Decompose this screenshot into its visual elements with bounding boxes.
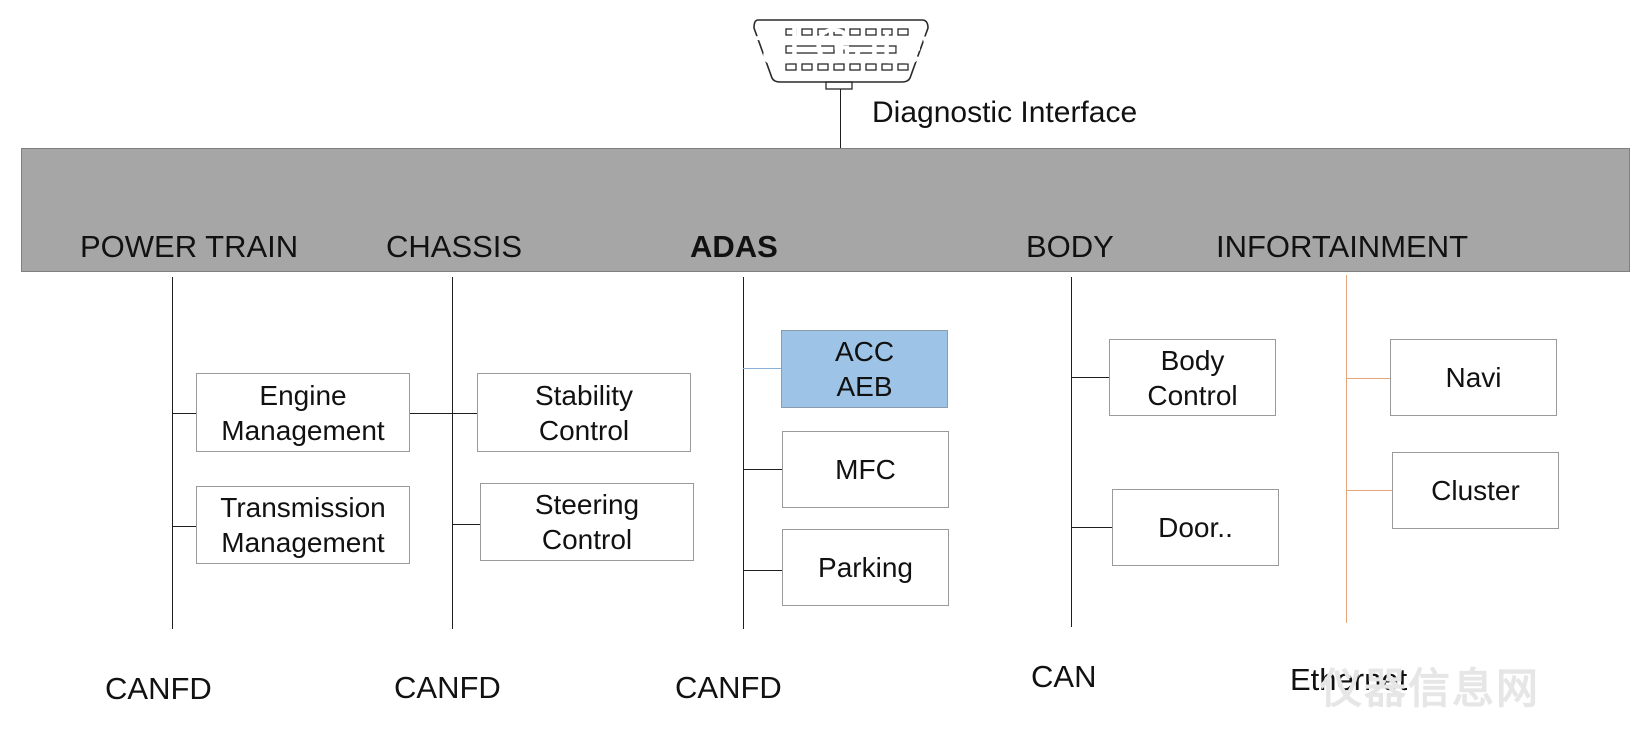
steering-connector	[452, 524, 480, 525]
body-bus-line	[1071, 277, 1072, 627]
central-gateway-title: Central Gateway	[638, 18, 1012, 74]
ecu-body-line1: Body	[1160, 344, 1225, 376]
ecu-acc-aeb: ACC AEB	[781, 330, 948, 408]
central-gateway-bar	[21, 148, 1630, 272]
body-control-connector	[1071, 377, 1109, 378]
powertrain-bus-line	[172, 277, 173, 629]
domain-adas: ADAS	[690, 229, 778, 264]
bus-label-powertrain: CANFD	[105, 671, 212, 706]
ecu-engine-line1: Engine	[259, 379, 347, 411]
domain-infortainment: INFORTAINMENT	[1216, 229, 1469, 264]
bus-label-body: CAN	[1031, 659, 1097, 694]
navi-connector	[1346, 378, 1390, 379]
ecu-steering-line2: Control	[541, 524, 633, 555]
diagnostic-interface-label: Diagnostic Interface	[872, 96, 1138, 129]
ecu-stability-line2: Control	[538, 414, 630, 446]
ecu-door: Door..	[1112, 489, 1279, 566]
domain-body: BODY	[1026, 229, 1114, 264]
ecu-transmission-management: Transmission Management	[196, 486, 410, 564]
domain-chassis: CHASSIS	[386, 229, 523, 264]
ecu-stability-control: Stability Control	[477, 373, 691, 452]
ecu-body-control: Body Control	[1109, 339, 1276, 416]
bus-label-chassis: CANFD	[394, 670, 501, 705]
diagnostic-link-line	[840, 89, 841, 148]
engine-connector	[172, 413, 196, 414]
ecu-steering-line1: Steering	[534, 489, 640, 520]
ecu-engine-line2: Management	[221, 414, 385, 446]
ecu-cluster-label: Cluster	[1431, 475, 1520, 506]
bus-label-infotainment: Ethernet	[1290, 662, 1408, 697]
engine-stability-link	[410, 413, 478, 414]
ethernet-bus-line	[1346, 275, 1347, 623]
ecu-parking-label: Parking	[818, 552, 913, 583]
ecu-navi-label: Navi	[1445, 362, 1502, 393]
transmission-connector	[172, 526, 196, 527]
bus-label-adas: CANFD	[675, 670, 782, 705]
ecu-engine-management: Engine Management	[196, 373, 410, 452]
ecu-steering-control: Steering Control	[480, 483, 694, 561]
chassis-bus-line	[452, 277, 453, 629]
cluster-connector	[1346, 490, 1392, 491]
ecu-transmission-line1: Transmission	[220, 492, 386, 523]
ecu-body-line2: Control	[1147, 379, 1238, 411]
ecu-mfc-label: MFC	[835, 454, 896, 485]
ecu-acc-line2: AEB	[836, 371, 893, 402]
parking-connector	[743, 570, 782, 571]
domain-power-train: POWER TRAIN	[80, 229, 299, 264]
ecu-door-label: Door..	[1158, 512, 1233, 543]
obd-connector-icon	[753, 19, 929, 90]
ecu-parking: Parking	[782, 529, 949, 606]
ecu-navi: Navi	[1390, 339, 1557, 416]
door-connector	[1071, 527, 1112, 528]
ecu-cluster: Cluster	[1392, 452, 1559, 529]
ecu-stability-line1: Stability	[534, 379, 634, 411]
acc-aeb-connector	[743, 368, 781, 369]
ecu-transmission-line2: Management	[221, 527, 385, 558]
ecu-mfc: MFC	[782, 431, 949, 508]
adas-bus-line	[743, 277, 744, 629]
mfc-connector	[743, 469, 782, 470]
ecu-acc-line1: ACC	[834, 336, 895, 367]
watermark: 仪器信息网	[1320, 665, 1541, 712]
